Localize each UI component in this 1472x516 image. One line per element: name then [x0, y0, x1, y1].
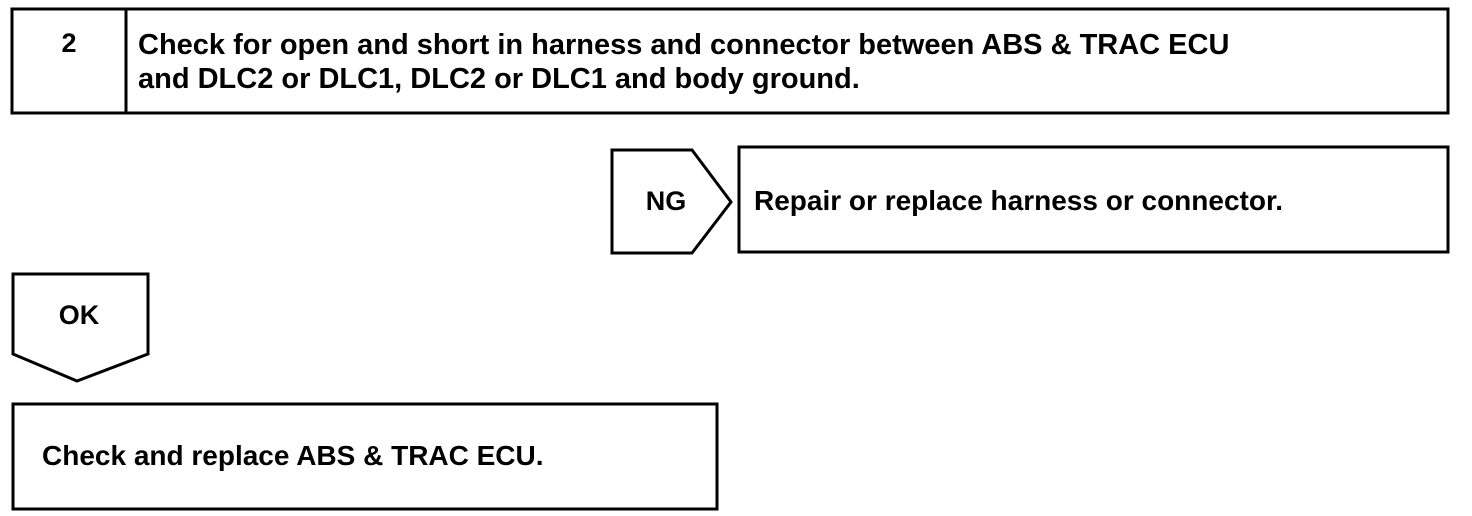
ok-label: OK — [58, 300, 100, 330]
ng-action-text: Repair or replace harness or connector. — [754, 185, 1284, 216]
ng-action-box — [737, 145, 1450, 254]
ok-action-box — [11, 402, 719, 511]
step-title-line-1: Check for open and short in harness and … — [138, 29, 1230, 61]
ok-action-text: Check and replace ABS & TRAC ECU. — [42, 440, 544, 471]
step-title-line-2: and DLC2 or DLC1, DLC2 or DLC1 and body … — [138, 63, 860, 95]
step-box — [10, 7, 1450, 115]
ng-label: NG — [645, 186, 687, 216]
ng-arrow-shape — [610, 148, 733, 255]
step-title: Check for open and short in harness and … — [138, 28, 1229, 96]
step-number: 2 — [61, 28, 77, 58]
ok-arrow-shape — [11, 272, 150, 383]
